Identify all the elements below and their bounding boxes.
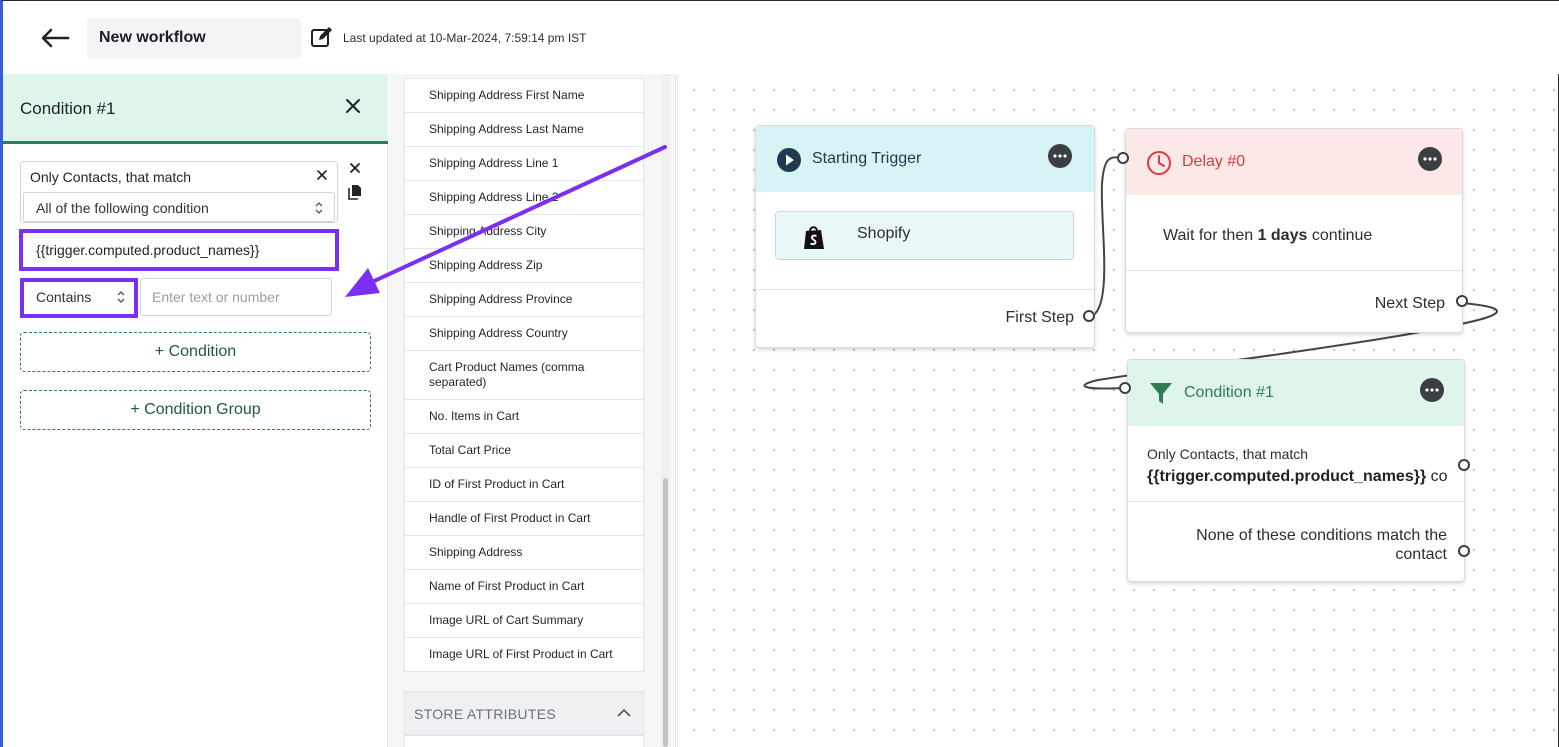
attribute-item[interactable]: Name of First Product in Cart	[405, 570, 643, 604]
attribute-item[interactable]: Shipping Address	[405, 536, 643, 570]
trigger-node-header: Starting Trigger	[756, 126, 1094, 192]
close-icon	[350, 163, 360, 173]
trigger-output-port[interactable]	[1083, 310, 1095, 322]
match-type-select[interactable]: All of the following condition	[23, 192, 335, 222]
play-icon	[777, 148, 801, 172]
add-condition-button[interactable]: + Condition	[20, 332, 371, 372]
next-step-label: Next Step	[1374, 295, 1445, 312]
filter-icon	[1150, 383, 1172, 404]
delay-description-suffix: continue	[1307, 227, 1373, 244]
condition-match-output-port[interactable]	[1458, 459, 1470, 471]
close-panel-button[interactable]	[341, 94, 365, 118]
condition-value-input[interactable]	[140, 278, 332, 316]
add-condition-group-button[interactable]: + Condition Group	[20, 390, 371, 430]
delay-output-port[interactable]	[1456, 295, 1468, 307]
delay-node-title: Delay #0	[1182, 153, 1246, 170]
operator-select-inner: Contains	[26, 284, 132, 312]
shopify-app-chip[interactable]: Shopify	[775, 211, 1074, 260]
condition-node-header: Condition #1	[1128, 360, 1464, 426]
delay-input-port[interactable]	[1117, 152, 1129, 164]
condition-panel: Condition #1 Only Contacts, that match A…	[0, 74, 388, 747]
chevron-up-icon	[617, 708, 631, 717]
operator-select[interactable]: Contains	[20, 278, 138, 318]
clock-icon	[1147, 151, 1171, 175]
scrollbar-thumb[interactable]	[663, 478, 668, 747]
top-bar: New workflow Last updated at 10-Mar-2024…	[0, 0, 1559, 74]
store-attributes-section-toggle[interactable]: STORE ATTRIBUTES	[404, 691, 644, 735]
store-attribute-item[interactable]	[404, 735, 644, 747]
condition-node[interactable]: Condition #1 Only Contacts, that match {…	[1127, 359, 1465, 582]
attribute-item[interactable]: Shipping Address Zip	[405, 249, 643, 283]
condition-match-line: Only Contacts, that match	[1147, 446, 1309, 462]
attribute-item[interactable]: Total Cart Price	[405, 434, 643, 468]
attribute-item[interactable]: No. Items in Cart	[405, 400, 643, 434]
match-group: Only Contacts, that match All of the fol…	[20, 161, 338, 223]
condition-field-input[interactable]: {{trigger.computed.product_names}}	[19, 229, 339, 271]
connection-wires	[1083, 156, 1498, 390]
copy-icon	[348, 185, 361, 200]
attribute-item[interactable]: ID of First Product in Cart	[405, 468, 643, 502]
trigger-node-title: Starting Trigger	[812, 150, 922, 167]
delay-node[interactable]: Delay #0 Wait for then 1 days continue N…	[1125, 128, 1463, 333]
scrollbar-track[interactable]	[661, 74, 670, 747]
operator-value: Contains	[36, 289, 92, 305]
workflow-canvas[interactable]: Starting Trigger Shopify First Step	[677, 74, 1559, 747]
close-icon	[346, 99, 360, 113]
condition-panel-header: Condition #1	[3, 74, 388, 144]
more-horizontal-icon	[1053, 154, 1067, 158]
chevron-updown-icon	[117, 291, 125, 303]
condition-else-output-port[interactable]	[1458, 545, 1470, 557]
divider	[1126, 270, 1462, 271]
shopify-icon	[804, 226, 824, 249]
attribute-item[interactable]: Shipping Address Line 1	[405, 147, 643, 181]
clear-match-button[interactable]	[315, 168, 329, 182]
workflow-name-field[interactable]: New workflow	[87, 18, 301, 58]
back-button[interactable]	[37, 23, 73, 53]
more-horizontal-icon	[1423, 157, 1437, 161]
more-horizontal-icon	[1425, 388, 1439, 392]
condition-field-tail: co	[1430, 468, 1447, 485]
attribute-item[interactable]: Shipping Address Line 2	[405, 181, 643, 215]
delay-node-menu-button[interactable]	[1418, 147, 1442, 171]
condition-field-name: {{trigger.computed.product_names}}	[1147, 468, 1427, 485]
duplicate-group-button[interactable]	[348, 184, 362, 200]
attribute-item[interactable]: Shipping Address Country	[405, 317, 643, 351]
condition-else-label: None of these conditions match the conta…	[1196, 527, 1447, 563]
condition-field-line: {{trigger.computed.product_names}} co	[1147, 468, 1447, 486]
trigger-node-menu-button[interactable]	[1048, 144, 1072, 168]
condition-node-title: Condition #1	[1184, 384, 1274, 401]
attribute-item[interactable]: Image URL of First Product in Cart	[429, 647, 613, 661]
trigger-node[interactable]: Starting Trigger Shopify First Step	[755, 125, 1095, 348]
divider	[1128, 501, 1464, 502]
condition-node-menu-button[interactable]	[1420, 378, 1444, 402]
attribute-item[interactable]: Shipping Address Last Name	[405, 113, 643, 147]
attribute-item[interactable]: Image URL of Cart Summary	[405, 604, 643, 638]
match-type-value: All of the following condition	[36, 200, 209, 216]
condition-panel-title: Condition #1	[20, 99, 116, 118]
remove-group-button[interactable]	[348, 161, 362, 175]
divider	[756, 289, 1094, 290]
delay-description: Wait for then 1 days continue	[1163, 227, 1372, 245]
chevron-updown-icon	[315, 202, 323, 214]
delay-node-header: Delay #0	[1126, 129, 1462, 195]
delay-description-prefix: Wait for then	[1163, 227, 1258, 244]
match-label: Only Contacts, that match	[30, 169, 192, 185]
attribute-item[interactable]: Shipping Address Province	[405, 283, 643, 317]
attribute-item[interactable]: Shipping Address First Name	[405, 79, 643, 113]
edit-icon	[311, 27, 332, 47]
condition-input-port[interactable]	[1119, 382, 1131, 394]
attribute-item[interactable]: Shipping Address City	[405, 215, 643, 249]
first-step-label: First Step	[1005, 309, 1074, 326]
edit-name-button[interactable]	[310, 25, 334, 49]
attribute-item[interactable]: Handle of First Product in Cart	[405, 502, 643, 536]
delay-duration: 1 days	[1257, 227, 1308, 244]
store-attributes-title: STORE ATTRIBUTES	[414, 706, 556, 722]
attribute-item[interactable]: Cart Product Names (comma separated)	[405, 351, 643, 400]
shopify-app-label: Shopify	[857, 225, 911, 242]
last-updated-text: Last updated at 10-Mar-2024, 7:59:14 pm …	[343, 31, 587, 45]
arrow-left-icon	[41, 28, 70, 48]
close-icon	[317, 170, 327, 180]
